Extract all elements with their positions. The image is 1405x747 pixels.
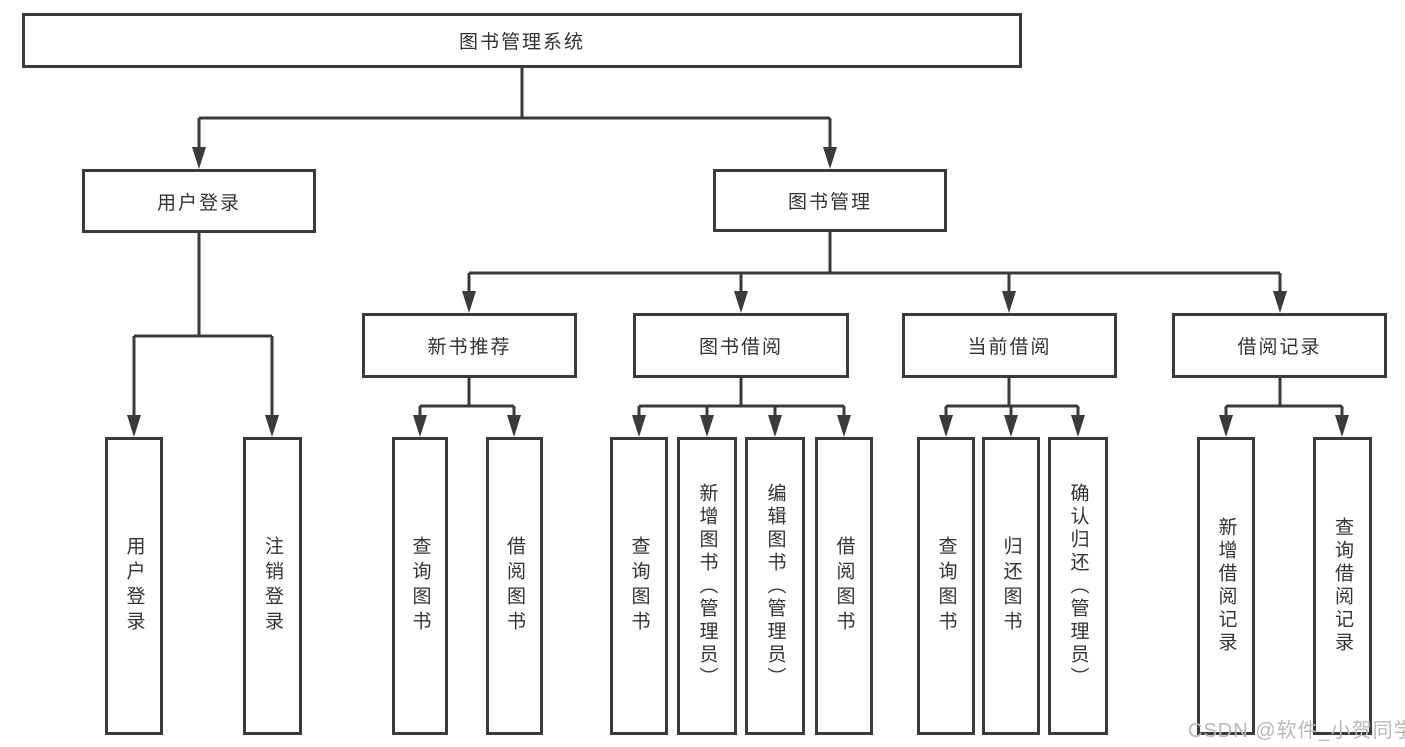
- leaf-borrow-books-recommend: 借阅图书: [486, 437, 543, 735]
- leaf-user-login: 用户登录: [105, 437, 163, 735]
- arrowhead: [734, 291, 748, 313]
- arrowhead: [700, 415, 714, 437]
- arrowhead: [127, 415, 141, 437]
- node-book-management-module: 图书管理: [713, 169, 947, 232]
- csdn-watermark: CSDN @软件_小贺同学: [1188, 720, 1405, 742]
- leaf-confirm-return-admin: 确认归还（管理员）: [1048, 437, 1108, 735]
- leaf-return-books: 归还图书: [982, 437, 1040, 735]
- arrowhead: [462, 291, 476, 313]
- leaf-query-books-borrowing: 查询图书: [610, 437, 668, 735]
- arrowhead: [1219, 415, 1233, 437]
- leaf-add-borrow-record: 新增借阅记录: [1197, 437, 1255, 735]
- node-borrowing-records: 借阅记录: [1172, 313, 1387, 378]
- arrowhead: [1004, 415, 1018, 437]
- leaf-borrow-books-borrowing: 借阅图书: [815, 437, 873, 735]
- arrowhead: [768, 415, 782, 437]
- arrowhead: [939, 415, 953, 437]
- node-user-login-module: 用户登录: [82, 169, 316, 233]
- arrowhead: [837, 415, 851, 437]
- arrowhead: [413, 415, 427, 437]
- arrowhead: [265, 415, 279, 437]
- arrowhead: [1335, 415, 1349, 437]
- arrowhead: [1071, 415, 1085, 437]
- arrowhead: [632, 415, 646, 437]
- leaf-add-books-admin: 新增图书（管理员）: [677, 437, 737, 735]
- leaf-query-books-current: 查询图书: [917, 437, 975, 735]
- leaf-query-books-recommend: 查询图书: [392, 437, 448, 735]
- arrowhead: [192, 147, 206, 169]
- arrowhead: [1002, 291, 1016, 313]
- arrowheads: [127, 147, 1349, 437]
- node-current-borrowing: 当前借阅: [902, 313, 1117, 378]
- arrowhead: [507, 415, 521, 437]
- arrowhead: [823, 147, 837, 169]
- leaf-logout: 注销登录: [243, 437, 302, 735]
- leaf-query-borrow-record: 查询借阅记录: [1313, 437, 1372, 735]
- node-library-management-system: 图书管理系统: [22, 13, 1022, 68]
- node-new-book-recommendation: 新书推荐: [362, 313, 577, 378]
- node-book-borrowing: 图书借阅: [633, 313, 849, 378]
- leaf-edit-books-admin: 编辑图书（管理员）: [745, 437, 805, 735]
- arrowhead: [1273, 291, 1287, 313]
